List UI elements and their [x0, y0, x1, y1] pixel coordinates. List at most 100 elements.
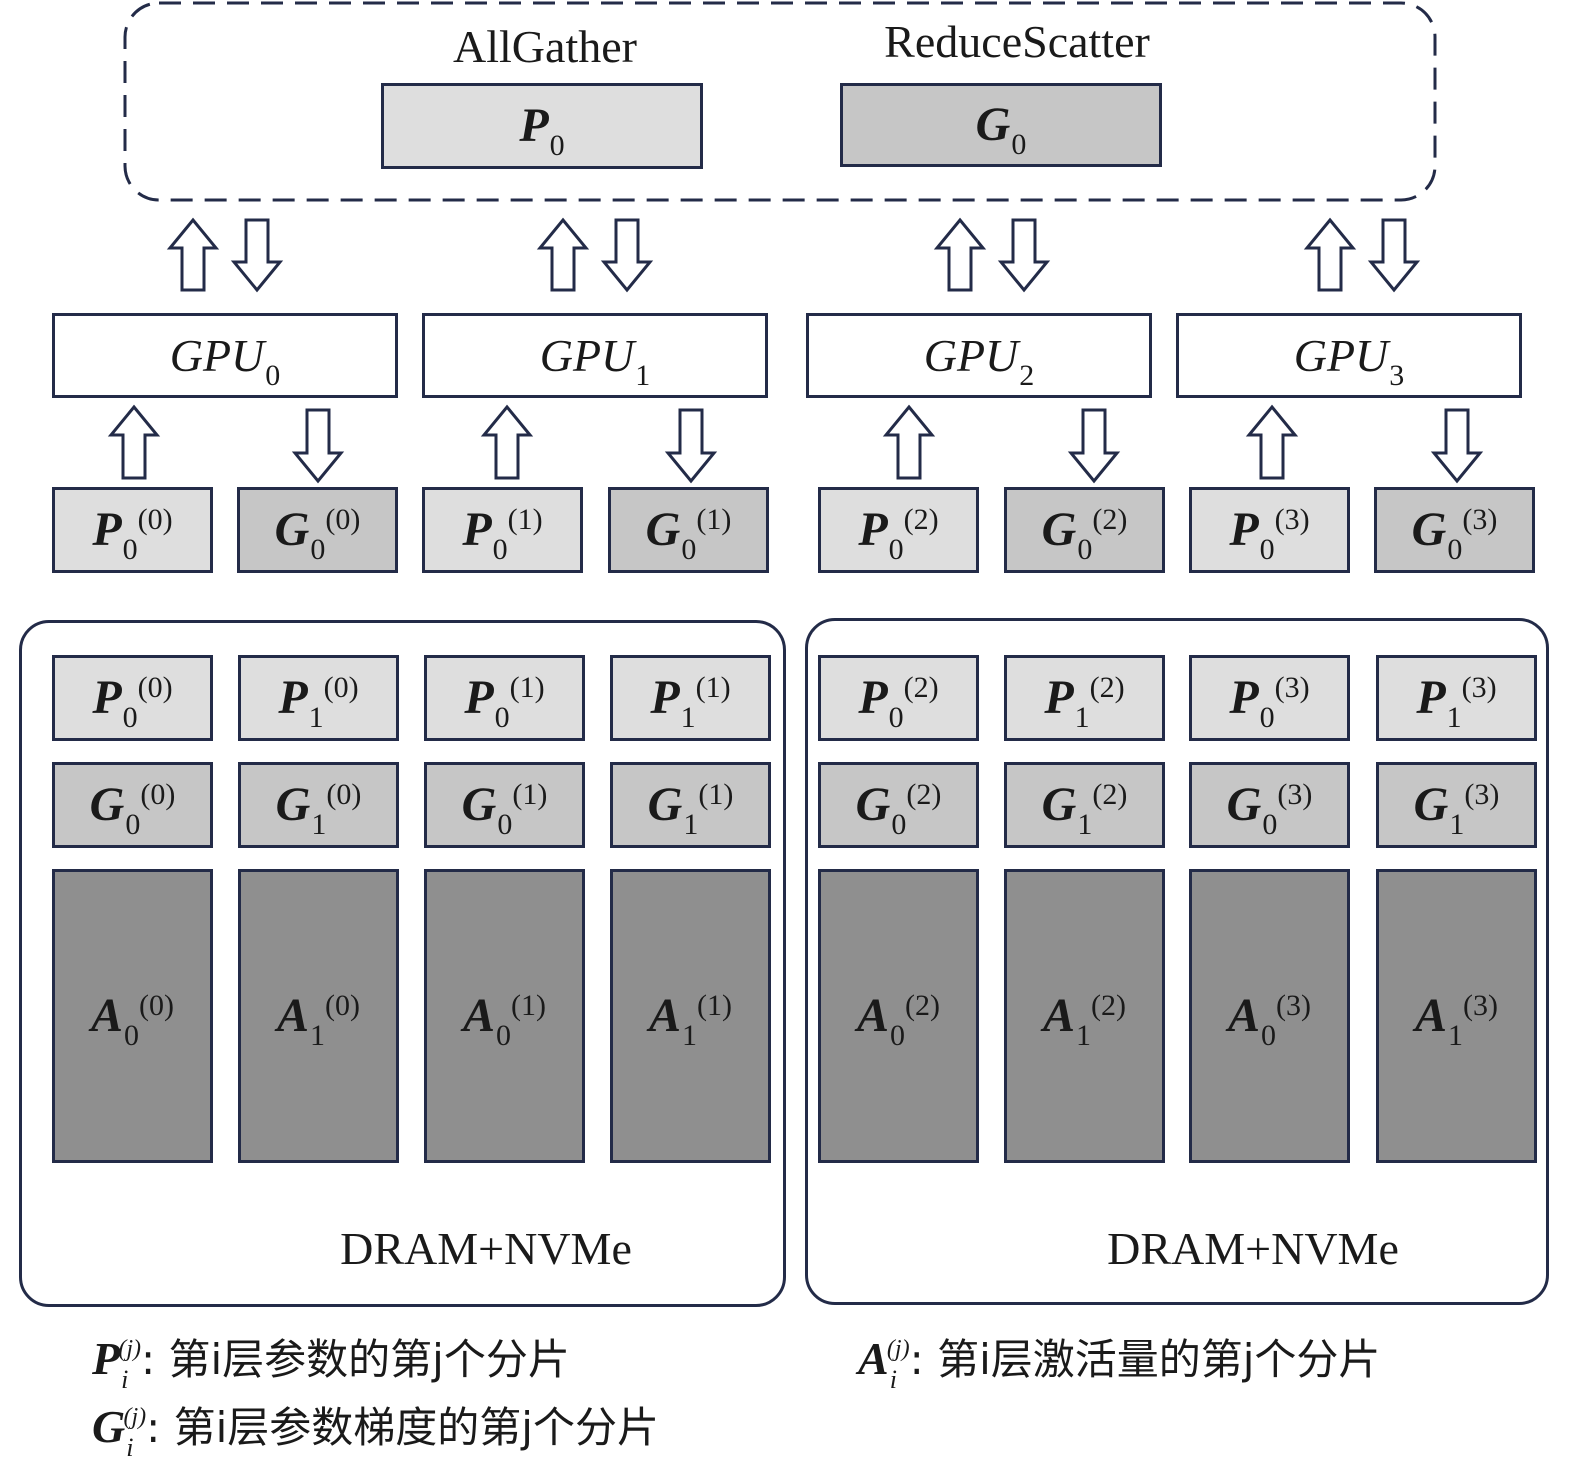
shard-label: P1(1) — [650, 673, 730, 733]
gpu-grad-shard: G0(0) — [237, 487, 398, 573]
shard-label: A0(1) — [463, 989, 546, 1051]
label-sub: 0 — [492, 533, 508, 566]
gpu-name: GPU — [169, 329, 265, 381]
download-arrow-icon — [1067, 408, 1121, 484]
label-sup: (0) — [326, 778, 362, 811]
shard-label: P0(2) — [858, 671, 939, 733]
upload-arrow-icon — [166, 217, 220, 292]
memory-grad-shard: G1(3) — [1376, 762, 1537, 848]
memory-activation-shard: A0(2) — [818, 869, 979, 1163]
download-arrow-icon — [291, 408, 345, 484]
label-sup: (0) — [325, 989, 360, 1022]
memory-grad-shard: G0(3) — [1189, 762, 1350, 848]
gpu-label: GPU3 — [1293, 329, 1405, 390]
label-symbol: G — [274, 503, 310, 556]
label-sub: i — [126, 1433, 134, 1462]
gpu-param-shard: P0(3) — [1189, 487, 1350, 573]
label-symbol: A — [463, 989, 496, 1042]
label-sub: i — [889, 1365, 897, 1394]
label-sub: 1 — [1076, 1019, 1092, 1052]
label-sub: 0 — [681, 533, 697, 566]
memory-grad-shard: G0(2) — [818, 762, 979, 848]
upload-arrow-icon — [536, 217, 590, 292]
memory-param-shard: P1(2) — [1004, 655, 1165, 741]
shard-label: G0(2) — [856, 778, 942, 840]
gpu-label: GPU1 — [540, 332, 651, 390]
shard-label: A0(0) — [91, 989, 174, 1051]
label-sub: 1 — [308, 701, 324, 734]
label-sub: 0 — [1261, 1019, 1277, 1052]
gpu-box: GPU0 — [52, 313, 398, 398]
download-arrow-icon — [1367, 218, 1421, 293]
label-sub: 0 — [497, 808, 513, 841]
label-sup: (2) — [906, 778, 942, 811]
shard-label: Pi(j) — [92, 1333, 141, 1393]
shard-label: P0(0) — [92, 673, 172, 733]
memory-param-shard: P0(1) — [424, 655, 585, 741]
label-sup: (j) — [123, 1404, 147, 1430]
label-symbol: A — [1415, 989, 1448, 1042]
gpu-grad-shard: G0(3) — [1374, 487, 1535, 573]
label-sub: 0 — [888, 701, 904, 734]
shard-label: A1(0) — [277, 989, 360, 1051]
gpu-name: GPU — [923, 329, 1019, 381]
label-sup: (0) — [139, 989, 174, 1022]
shard-label: G0(1) — [462, 780, 548, 840]
label-symbol: P — [278, 671, 308, 724]
legend-item: Pi(j): 第i层参数的第j个分片 — [92, 1326, 570, 1393]
label-sub: 1 — [310, 1019, 326, 1052]
label-sub: 0 — [1077, 533, 1093, 566]
download-arrow-icon — [997, 218, 1051, 293]
label-symbol: P — [858, 503, 888, 556]
label-symbol: A — [277, 989, 310, 1042]
label-sub: 0 — [125, 808, 141, 841]
label-sup: (3) — [1276, 989, 1311, 1022]
label-sup: (2) — [1092, 503, 1128, 536]
label-sub: 1 — [680, 701, 696, 734]
memory-param-shard: P1(3) — [1376, 655, 1537, 741]
upload-arrow-icon — [1245, 404, 1299, 480]
memory-label: DRAM+NVMe — [1107, 1223, 1399, 1274]
label-symbol: P — [519, 99, 549, 152]
memory-activation-shard: A1(2) — [1004, 869, 1165, 1163]
label-sub: 1 — [1074, 701, 1090, 734]
memory-param-shard: P1(0) — [238, 655, 399, 741]
label-symbol: G — [1411, 503, 1447, 556]
gpu-index: 1 — [635, 358, 651, 392]
label-symbol: G — [647, 778, 683, 831]
label-sub: 1 — [1449, 808, 1465, 841]
label-symbol: A — [649, 989, 682, 1042]
label-sup: (3) — [1463, 989, 1498, 1022]
memory-activation-shard: A0(0) — [52, 869, 213, 1163]
shard-label: A1(2) — [1043, 991, 1126, 1051]
label-sup: (1) — [696, 503, 732, 536]
cpu-memory-region — [805, 618, 1549, 1305]
shard-label: P1(0) — [278, 671, 358, 733]
label-symbol: G — [92, 1401, 126, 1452]
upload-arrow-icon — [480, 404, 534, 480]
shard-label: G1(2) — [1042, 780, 1128, 840]
label-sub: 0 — [891, 808, 907, 841]
upload-arrow-icon — [933, 217, 987, 292]
gpu-param-shard: P0(0) — [52, 487, 213, 573]
shard-label: G0(0) — [274, 503, 361, 565]
gpu-name: GPU — [1293, 329, 1389, 381]
label-symbol: G — [275, 778, 311, 831]
upload-arrow-icon — [107, 404, 161, 480]
allgather-title: AllGather — [453, 21, 637, 72]
download-arrow-icon — [600, 218, 654, 293]
label-sub: 0 — [888, 533, 904, 566]
memory-param-shard: P0(0) — [52, 655, 213, 741]
shard-label: Gi (j) — [92, 1401, 147, 1461]
label-sub: 1 — [682, 1019, 698, 1052]
label-sup: (3) — [1274, 503, 1310, 536]
shard-label: P0 — [519, 99, 564, 161]
shard-label: P0(2) — [858, 503, 938, 565]
legend-description: : 第i层参数梯度的第j个分片 — [146, 1403, 659, 1452]
memory-activation-shard: A1(3) — [1376, 869, 1537, 1163]
label-sup: (3) — [1274, 671, 1310, 704]
label-sup: (2) — [903, 671, 939, 704]
shard-label: Ai(j) — [858, 1333, 910, 1393]
